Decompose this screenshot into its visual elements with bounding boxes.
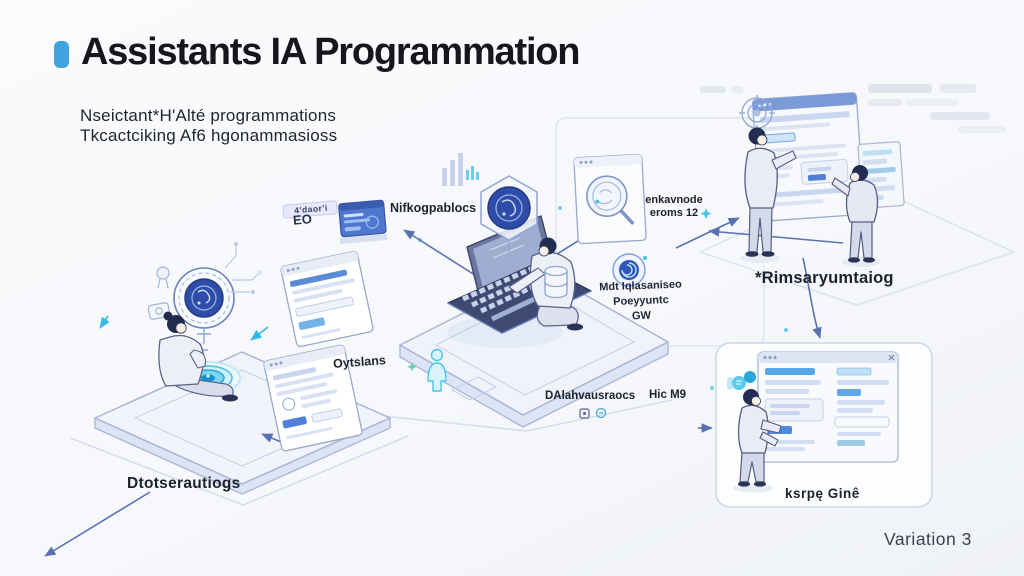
swirl-icon	[612, 253, 647, 287]
flow-note-1: DAlahvausraocs	[545, 390, 636, 402]
subtitle-line-2: Tkcactciking Af6 hgonammasioss	[80, 126, 338, 145]
panel-caption: ksrpę Ginê	[785, 486, 860, 501]
flow-note-2: Hic M9	[649, 389, 687, 401]
mini-blue-card	[338, 199, 388, 244]
chat-bubbles-icon	[727, 371, 756, 390]
search-note-line-2: eroms 12	[649, 207, 699, 219]
center-note: Mdt Iqlasaniseo Poeyyuntc GW	[587, 277, 695, 326]
medal-icon	[156, 266, 170, 289]
subtitle: Nseictant*H'Alté programmations Tkcactci…	[80, 106, 337, 146]
right-note: *Rimsaryumtaiog	[755, 269, 894, 287]
magnifier-icon	[586, 175, 635, 225]
cyan-person-icon	[427, 348, 447, 392]
left-card-b	[263, 344, 363, 452]
standing-person-left	[740, 127, 797, 263]
header: Assistants IA Programmation	[54, 30, 581, 74]
page-title: Assistants IA Programmation	[81, 31, 581, 73]
mini-tag-shape	[282, 200, 338, 219]
hexagon-chip-icon	[480, 175, 538, 252]
subtitle-line-1: Nseictant*H'Alté programmations	[80, 106, 337, 125]
search-note-line-1: enkavnode	[645, 194, 703, 206]
left-card-a	[280, 250, 374, 348]
search-window	[573, 153, 647, 245]
seated-person	[158, 311, 238, 402]
standing-person-right	[831, 165, 880, 267]
right-window-main	[751, 92, 865, 222]
chat-window	[757, 351, 899, 463]
bottom-panel	[715, 342, 933, 508]
variation-footer: Variation 3	[884, 529, 972, 549]
panel-person	[727, 371, 782, 493]
title-bullet-icon	[54, 41, 69, 68]
ai-brain-icon	[173, 242, 262, 351]
sparkle-icons	[407, 208, 712, 372]
top-center-note: Nifkogpablocs	[390, 201, 477, 215]
left-caption: Dtotserautiogs	[127, 475, 241, 492]
flow-mini-icons	[579, 407, 607, 419]
mini-tag-bold-label: EO	[292, 211, 313, 228]
search-note: enkavnode eroms 12	[643, 194, 705, 220]
database-icon	[544, 265, 568, 299]
mini-bar-chart-icon	[442, 153, 463, 186]
background-fragments	[418, 84, 1006, 390]
close-icon	[888, 354, 895, 361]
